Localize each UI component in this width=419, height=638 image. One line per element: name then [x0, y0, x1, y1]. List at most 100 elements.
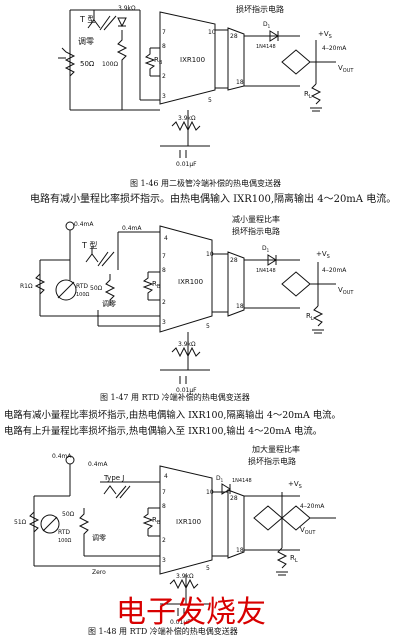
zero-label: 调零 [102, 299, 116, 308]
diode-d1-icon [221, 483, 231, 495]
zero-label: 调零 [78, 37, 94, 46]
resistor-51 [28, 511, 40, 533]
rtd-value: 100Ω [58, 538, 72, 544]
tc-type-label: T 型 [79, 15, 95, 24]
pin-8: 8 [162, 503, 166, 510]
zero-en-label: Zero [92, 569, 106, 576]
pin-4: 4 [164, 235, 168, 242]
resistor-3-9k [171, 346, 201, 358]
rtd-label: RTD [58, 529, 70, 536]
current-source2-label: 0.4mA [122, 225, 142, 232]
diode-part: 1N4148 [256, 44, 276, 50]
thermocouple-wire [115, 485, 131, 499]
fig46-title: 损坏指示电路 [236, 4, 284, 14]
thermocouple-wire [99, 15, 117, 31]
pin-18: 18 [236, 303, 244, 310]
diode-label: D1 [263, 21, 271, 29]
rl-label: RL [306, 312, 314, 322]
feedback-cap-label: 0.01μF [176, 161, 197, 168]
current-label: 4–20mA [322, 45, 347, 52]
pin-5: 5 [208, 97, 212, 104]
pin-7: 7 [162, 29, 166, 36]
pin-28: 28 [230, 257, 238, 264]
pin-28: 28 [230, 495, 238, 502]
potentiometer-50-ohm [61, 47, 76, 77]
figure-1-48 [28, 455, 336, 616]
vs-label: +VS [288, 480, 302, 490]
rtd-sensor-icon [57, 281, 75, 299]
ixr100-chip [159, 465, 213, 575]
rtd-value: 100Ω [76, 292, 90, 298]
rtd-sensor-icon [55, 279, 77, 301]
thermocouple-junction [87, 10, 101, 29]
fig46-caption: 图 1-46 用二极管冷端补偿的热电偶变送器 [130, 178, 281, 188]
pin-7: 7 [162, 489, 166, 496]
res-100-label: 100Ω [102, 61, 118, 68]
bridge-icon [281, 271, 311, 297]
pin-8: 8 [162, 267, 166, 274]
ixr100-chip [159, 11, 216, 105]
pin-10: 10 [208, 29, 216, 36]
resistor-rb [142, 272, 154, 300]
diode-label: D1 [262, 245, 270, 253]
bridge-icon [281, 49, 311, 75]
vout-label: VOUT [338, 64, 354, 74]
desc-3: 电路有上升量程比率损坏指示,热电偶输入至 IXR100,输出 4～20mA 电流… [4, 425, 322, 437]
diode-part: 1N4148 [256, 268, 276, 274]
resistor-rb [142, 508, 154, 536]
vout-label: VOUT [338, 286, 354, 296]
pin-2: 2 [162, 73, 166, 80]
pin-3: 3 [162, 93, 166, 100]
diode-d1-icon [267, 254, 277, 266]
bridge-icon [253, 505, 283, 531]
potentiometer-zero [78, 508, 90, 540]
chip-label: IXR100 [180, 56, 205, 64]
resistor-rl [276, 547, 288, 569]
pin-10: 10 [206, 489, 214, 496]
fig48-caption: 图 1-48 用 RTD 冷端补偿的热电偶变送器 [88, 626, 238, 636]
current-source-label: 0.4mA [52, 453, 72, 460]
pin-7: 7 [162, 253, 166, 260]
desc-2: 电路有减小量程比率损坏指示,由热电偶输入 IXR100,隔离输出 4～20mA … [4, 409, 341, 421]
current-source-icon [65, 455, 75, 465]
vs-label: +VS [318, 30, 332, 40]
current-source-label: 0.4mA [74, 221, 94, 228]
rtd-label: RTD [76, 283, 88, 290]
diode-icon [117, 17, 127, 28]
diode-part: 1N4148 [232, 478, 252, 484]
figure-1-46 [58, 9, 336, 158]
current-source2-label: 0.4mA [88, 461, 108, 468]
pin-8: 8 [162, 43, 166, 50]
desc-1: 电路有减小量程比率损坏指示。由热电偶输入 IXR100,隔离输出 4～20mA … [30, 192, 396, 205]
diode-label: D1 [216, 475, 224, 483]
resistor-100-ohm [116, 30, 128, 110]
thermocouple-junction [85, 246, 99, 263]
rtd-sensor-icon [42, 516, 58, 532]
current-source-icon [65, 221, 75, 231]
pin-4: 4 [164, 473, 168, 480]
zero-label: 调零 [92, 533, 106, 542]
pin-3: 3 [162, 319, 166, 326]
pin-28: 28 [230, 33, 238, 40]
potentiometer-zero [104, 274, 116, 306]
chip-label: IXR100 [178, 278, 203, 286]
rb-label: RB [152, 280, 161, 290]
rb-label: RB [154, 56, 163, 66]
rb-label: RB [152, 516, 161, 526]
pin-10: 10 [206, 251, 214, 258]
current-label: 4–20mA [322, 267, 347, 274]
vs-label: +VS [316, 250, 330, 260]
res-50-label: 50Ω [80, 60, 95, 68]
thermocouple-junction [103, 485, 117, 495]
tc-type-label: Type J [103, 474, 124, 482]
pin-3: 3 [162, 557, 166, 564]
fig48-title-line1: 加大量程比率 [252, 444, 300, 454]
chip-label: IXR100 [176, 518, 201, 526]
watermark: 电子发烧友 [116, 595, 266, 630]
pin-2: 2 [162, 299, 166, 306]
diode-d1-icon [269, 30, 279, 42]
pin-5: 5 [206, 565, 210, 572]
feedback-res-label: 3.9kΩ [178, 341, 196, 348]
rl-label: RL [304, 90, 312, 100]
